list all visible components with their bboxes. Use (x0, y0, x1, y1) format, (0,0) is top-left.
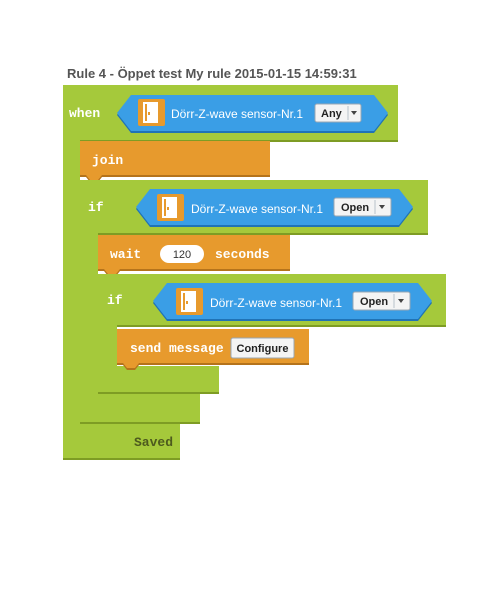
if2-dropdown[interactable]: Open (352, 291, 411, 311)
if-keyword-2: if (107, 293, 123, 308)
if1-sensor-label: Dörr-Z-wave sensor-Nr.1 (191, 202, 323, 216)
chevron-down-icon (398, 299, 404, 303)
when-sensor-label: Dörr-Z-wave sensor-Nr.1 (171, 107, 303, 121)
when-sensor-block[interactable]: Dörr-Z-wave sensor-Nr.1 Any (117, 95, 388, 133)
door-icon (176, 288, 203, 315)
when-keyword: when (69, 106, 100, 121)
if2-sensor-block[interactable]: Dörr-Z-wave sensor-Nr.1 Open (153, 283, 432, 321)
send-message-keyword: send message (130, 341, 224, 356)
if-keyword-1: if (88, 200, 104, 215)
if2-dropdown-value: Open (360, 296, 388, 308)
door-icon (157, 194, 184, 221)
join-block[interactable]: join (80, 141, 270, 182)
wait-unit: seconds (215, 247, 270, 262)
door-icon (138, 99, 165, 126)
wait-seconds-input[interactable]: 120 (160, 245, 204, 263)
when-dropdown-value: Any (321, 108, 343, 120)
chevron-down-icon (351, 111, 357, 115)
if1-sensor-block[interactable]: Dörr-Z-wave sensor-Nr.1 Open (136, 189, 413, 227)
saved-status: Saved (134, 435, 173, 450)
rule-title: Rule 4 - Öppet test My rule 2015-01-15 1… (67, 66, 357, 81)
join-keyword: join (92, 153, 123, 168)
when-dropdown[interactable]: Any (314, 103, 362, 123)
send-message-block[interactable]: send message Configure (117, 329, 309, 370)
wait-seconds-value: 120 (173, 249, 191, 261)
if1-dropdown-value: Open (341, 202, 369, 214)
configure-button-label: Configure (237, 343, 289, 355)
configure-button[interactable]: Configure (230, 337, 295, 359)
wait-keyword: wait (110, 247, 141, 262)
chevron-down-icon (379, 205, 385, 209)
wait-block[interactable]: wait 120 seconds (98, 235, 290, 276)
if1-dropdown[interactable]: Open (333, 197, 392, 217)
if2-sensor-label: Dörr-Z-wave sensor-Nr.1 (210, 296, 342, 310)
